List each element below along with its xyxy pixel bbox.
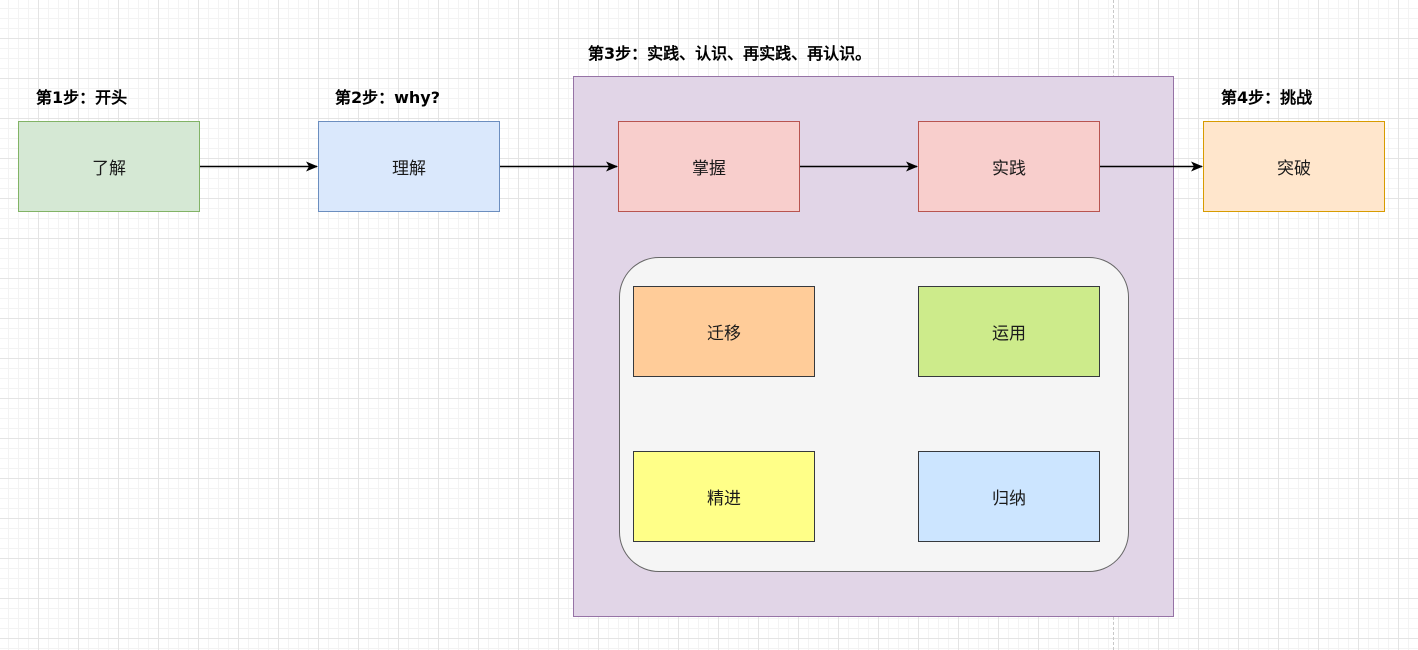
node-tupo-label: 突破 xyxy=(1277,159,1311,179)
node-shijian-label: 实践 xyxy=(992,159,1026,179)
node-qianyi[interactable]: 迁移 xyxy=(633,286,815,377)
node-yunyong[interactable]: 运用 xyxy=(918,286,1100,377)
node-guina-label: 归纳 xyxy=(992,489,1026,509)
node-guina[interactable]: 归纳 xyxy=(918,451,1100,542)
node-yunyong-label: 运用 xyxy=(992,324,1026,344)
node-zhangwo-label: 掌握 xyxy=(692,159,726,179)
node-jingjin[interactable]: 精进 xyxy=(633,451,815,542)
node-qianyi-label: 迁移 xyxy=(707,324,741,344)
node-liaojie-label: 了解 xyxy=(92,159,126,179)
step3-label: 第3步：实践、认识、再实践、再认识。 xyxy=(588,44,872,63)
node-zhangwo[interactable]: 掌握 xyxy=(618,121,800,212)
step4-label: 第4步：挑战 xyxy=(1221,88,1313,107)
node-lijie-label: 理解 xyxy=(392,159,426,179)
step2-label: 第2步：why? xyxy=(335,88,441,107)
node-lijie[interactable]: 理解 xyxy=(318,121,500,212)
node-jingjin-label: 精进 xyxy=(707,489,741,509)
node-tupo[interactable]: 突破 xyxy=(1203,121,1385,212)
node-liaojie[interactable]: 了解 xyxy=(18,121,200,212)
step1-label: 第1步：开头 xyxy=(36,88,128,107)
node-shijian[interactable]: 实践 xyxy=(918,121,1100,212)
